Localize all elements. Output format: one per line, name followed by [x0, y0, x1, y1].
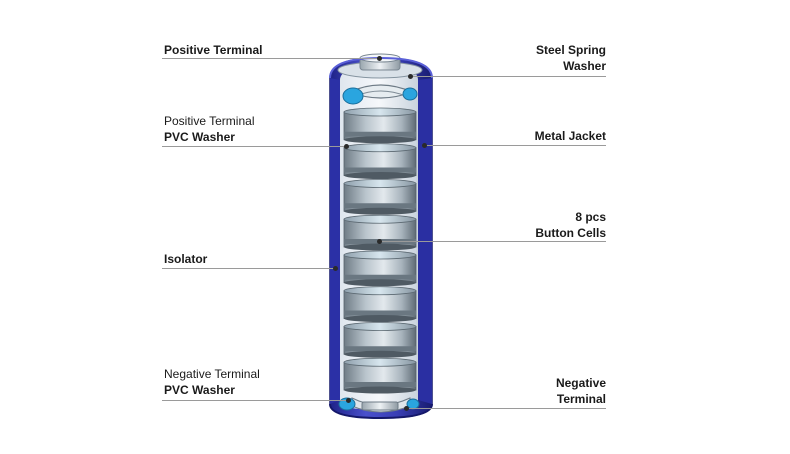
leader-dot-negative-terminal: [404, 406, 409, 411]
leader-negative-pvc-washer: [162, 400, 348, 401]
button-cell: [343, 322, 417, 358]
label-isolator: Isolator: [164, 252, 208, 266]
leader-negative-terminal: [406, 408, 606, 409]
leader-metal-jacket: [424, 145, 606, 146]
leader-positive-terminal: [162, 58, 380, 59]
button-cell: [343, 214, 417, 251]
label-steel-spring-washer: Steel Spring Washer: [535, 43, 606, 73]
button-cell: [343, 250, 417, 287]
label-metal-jacket: Metal Jacket: [534, 129, 606, 143]
button-cell: [343, 143, 417, 179]
leader-dot-positive-pvc-washer: [344, 144, 349, 149]
leader-dot-metal-jacket: [422, 143, 427, 148]
leader-dot-positive-terminal: [377, 56, 382, 61]
isolator-shape: [330, 78, 340, 404]
label-positive-pvc-washer: Positive Terminal PVC Washer: [164, 114, 255, 144]
leader-positive-pvc-washer: [162, 146, 346, 147]
leader-dot-negative-pvc-washer: [346, 398, 351, 403]
leader-isolator: [162, 268, 336, 269]
button-cell: [343, 179, 417, 215]
leader-steel-spring-washer: [410, 76, 606, 77]
label-negative-terminal: Negative Terminal: [555, 376, 606, 406]
leader-button-cells: [380, 241, 606, 242]
leader-dot-steel-spring-washer: [408, 74, 413, 79]
button-cell: [343, 107, 417, 144]
button-cell: [343, 357, 417, 394]
label-button-cells: 8 pcs Button Cells: [535, 210, 606, 240]
label-negative-pvc-washer: Negative Terminal PVC Washer: [164, 367, 260, 397]
label-positive-terminal: Positive Terminal: [164, 43, 263, 57]
positive-pvc-washer-shape: [342, 87, 364, 105]
button-cells-stack: [343, 107, 417, 394]
leader-dot-button-cells: [377, 239, 382, 244]
button-cell: [343, 286, 417, 322]
leader-dot-isolator: [333, 266, 338, 271]
